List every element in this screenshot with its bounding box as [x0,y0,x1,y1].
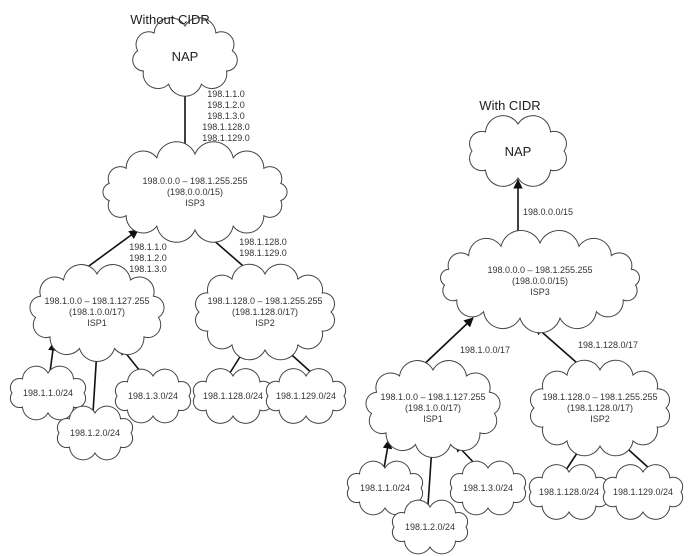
with-isp3-cloud [440,230,640,334]
without-isp2_isp3-route-label: 198.1.129.0 [239,248,287,258]
without-isp1-label: 198.1.0.0 – 198.1.127.255 [44,296,149,306]
without-nap-cloud [132,17,238,97]
with-isp1-label: ISP1 [423,414,443,424]
without-isp3-cloud [102,141,288,243]
with-isp1_isp3-route-label: 198.1.0.0/17 [460,345,510,355]
with-cidr-title: With CIDR [479,98,540,113]
with-isp1-cloud [365,360,501,458]
without-isp2-cloud [195,263,335,361]
without-isp3_nap-route-label: 198.1.3.0 [207,111,245,121]
without-isp1_isp3-route-label: 198.1.3.0 [129,264,167,274]
with-n2-cloud [391,499,469,555]
with-n128-label: 198.1.128.0/24 [539,487,599,497]
without-n1-cloud [9,365,87,421]
without-isp2_isp3-route-label: 198.1.128.0 [239,237,287,247]
without-isp1-label: (198.1.0.0/17) [69,307,125,317]
with-route-arrow [417,317,474,371]
with-nap-cloud [469,115,567,187]
without-isp1_isp3-route-label: 198.1.2.0 [129,253,167,263]
without-n3-cloud [114,368,192,424]
without-nap-label: NAP [172,49,199,64]
without-n3-label: 198.1.3.0/24 [128,391,178,401]
without-cidr-title: Without CIDR [130,12,209,27]
with-nap-label: NAP [505,144,532,159]
with-n1-cloud [346,460,424,516]
without-isp3_nap-route-label: 198.1.1.0 [207,89,245,99]
without-n128-cloud [192,368,274,424]
without-isp2-label: 198.1.128.0 – 198.1.255.255 [207,296,322,306]
without-n2-label: 198.1.2.0/24 [70,428,120,438]
with-n1-label: 198.1.1.0/24 [360,483,410,493]
without-isp1-cloud [29,264,165,362]
with-isp2-label: 198.1.128.0 – 198.1.255.255 [542,392,657,402]
without-n128-label: 198.1.128.0/24 [203,391,263,401]
without-isp3_nap-route-label: 198.1.2.0 [207,100,245,110]
with-isp3-label: (198.0.0.0/15) [512,276,568,286]
without-isp3-label: (198.0.0.0/15) [167,187,223,197]
without-n2-cloud [56,405,134,461]
without-isp3-label: ISP3 [185,198,205,208]
with-n129-label: 198.1.129.0/24 [613,487,673,497]
with-isp1-label: (198.1.0.0/17) [405,403,461,413]
with-isp3-label: 198.0.0.0 – 198.1.255.255 [487,265,592,275]
with-n128-cloud [528,464,610,520]
with-isp2-label: (198.1.128.0/17) [567,403,633,413]
with-isp3_nap-route-label: 198.0.0.0/15 [523,207,573,217]
with-isp3-label: ISP3 [530,287,550,297]
with-n3-label: 198.1.3.0/24 [463,483,513,493]
with-route-arrow [382,439,393,469]
without-isp3_nap-route-label: 198.1.128.0 [202,122,250,132]
without-isp1_isp3-route-label: 198.1.1.0 [129,242,167,252]
with-isp2-cloud [530,359,670,457]
without-isp2-label: ISP2 [255,318,275,328]
with-isp2-label: ISP2 [590,414,610,424]
without-n129-cloud [265,368,347,424]
with-n3-cloud [449,460,527,516]
with-isp2_isp3-route-label: 198.1.128.0/17 [578,340,638,350]
with-n2-label: 198.1.2.0/24 [405,522,455,532]
with-n129-cloud [602,464,684,520]
without-isp3-label: 198.0.0.0 – 198.1.255.255 [142,176,247,186]
without-isp2-label: (198.1.128.0/17) [232,307,298,317]
without-isp1-label: ISP1 [87,318,107,328]
without-n1-label: 198.1.1.0/24 [23,388,73,398]
without-isp3_nap-route-label: 198.1.129.0 [202,133,250,143]
with-isp1-label: 198.1.0.0 – 198.1.127.255 [380,392,485,402]
without-n129-label: 198.1.129.0/24 [276,391,336,401]
